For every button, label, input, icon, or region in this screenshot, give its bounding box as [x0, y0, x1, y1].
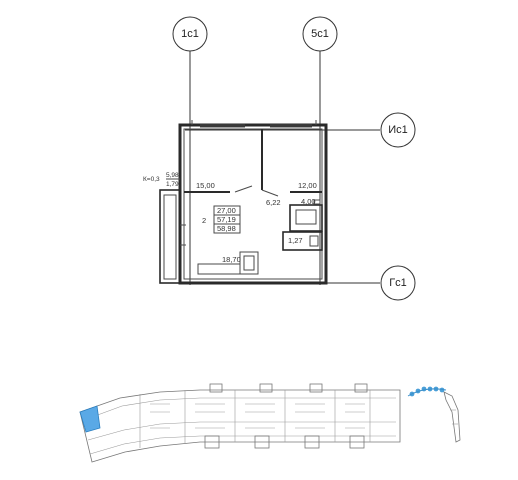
area-room-large: 15,00 — [196, 181, 215, 190]
area-hall: 6,22 — [266, 198, 281, 207]
site-key-plan — [79, 383, 461, 463]
area-bath: 4,00 — [301, 197, 316, 206]
summary-total: 58,98 — [217, 224, 236, 233]
apartment-walls — [159, 120, 328, 285]
axis-bubble-1c1: 1с1 — [172, 16, 208, 52]
summary-rooms: 2 — [202, 216, 206, 225]
blue-key-arc — [409, 386, 445, 397]
area-room-right: 12,00 — [298, 181, 317, 190]
balcony-coefficient: К=0,3 5,98 1,79 — [143, 172, 180, 188]
axis-bubble-ic1: Ис1 — [380, 112, 416, 148]
axis-label-gc1: Гс1 — [389, 277, 407, 289]
area-kitchen: 18,70 — [222, 255, 241, 264]
apartment-summary: 2 27,00 57,19 58,98 — [202, 205, 241, 234]
balcony-full-area: 5,98 — [166, 172, 179, 179]
highlighted-apartment — [79, 405, 101, 433]
axis-bubble-gc1: Гс1 — [380, 265, 416, 301]
summary-living: 27,00 — [217, 206, 236, 215]
area-wc: 1,27 — [288, 236, 303, 245]
axis-bubble-5c1: 5с1 — [302, 16, 338, 52]
axis-label-1c1: 1с1 — [181, 28, 199, 40]
balcony-coef: К=0,3 — [143, 176, 160, 183]
axis-label-ic1: Ис1 — [388, 124, 408, 136]
balcony-reduced-area: 1,79 — [166, 181, 179, 188]
summary-total-no-balcony: 57,19 — [217, 215, 236, 224]
axis-label-5c1: 5с1 — [311, 28, 329, 40]
